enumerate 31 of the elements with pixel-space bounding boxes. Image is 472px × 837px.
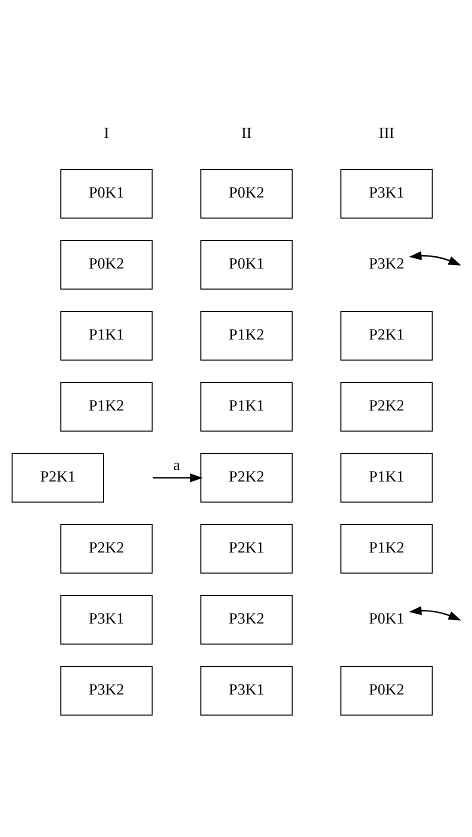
node-box: P3K1: [340, 169, 433, 219]
arrow: [408, 251, 462, 266]
node-box: P1K2: [60, 382, 153, 432]
node-box: P2K2: [200, 453, 293, 503]
node-box: P3K2: [200, 595, 293, 645]
node-box: P3K2: [60, 666, 153, 716]
node-box: P0K2: [340, 666, 433, 716]
label: III: [378, 125, 394, 142]
node-box: P0K2: [200, 169, 293, 219]
node-box: P2K2: [340, 382, 433, 432]
arrow: [152, 473, 203, 482]
node-box: P1K2: [200, 311, 293, 361]
node-box: P0K2: [60, 240, 153, 290]
arrow: [408, 606, 462, 620]
node-box: P2K1: [12, 453, 104, 503]
node-box: P3K1: [60, 595, 153, 645]
node-text: P0K1: [368, 610, 404, 628]
label: II: [241, 125, 252, 142]
node-box: P1K1: [340, 453, 433, 503]
node-text: P3K2: [368, 256, 404, 273]
node-box: P0K1: [60, 169, 153, 219]
node-box: P2K1: [200, 524, 293, 574]
node-box: P2K1: [340, 311, 433, 361]
node-box: P2K2: [60, 524, 153, 574]
node-box: P1K2: [340, 524, 433, 574]
node-box: P3K1: [200, 666, 293, 716]
label: I: [104, 125, 110, 142]
node-box: P0K1: [200, 240, 293, 290]
node-box: P1K1: [60, 311, 153, 361]
edge-label: a: [173, 456, 180, 474]
node-box: P1K1: [200, 382, 293, 432]
